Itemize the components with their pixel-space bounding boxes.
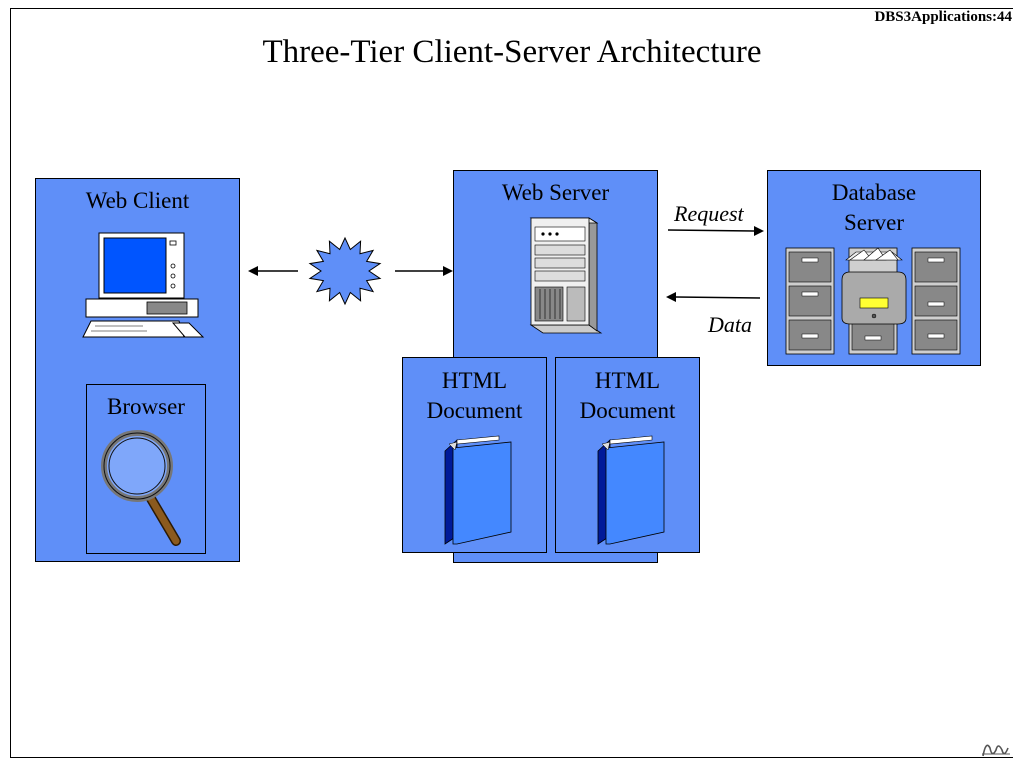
html-document-label-1a: HTML [441,368,508,393]
web-client-box: Web Client Browser [35,178,240,562]
network-burst-icon [308,236,382,306]
slide-id: DBS3Applications:44 [874,9,1012,25]
binder-icon [444,435,512,545]
magnifier-icon [101,430,181,546]
computer-icon [82,232,205,338]
html-document-box-1: HTML Document [402,357,547,553]
html-document-label-1b: Document [426,398,523,423]
request-arrow [667,226,764,236]
database-server-box: Database Server [767,170,981,366]
data-arrow [666,292,761,302]
browser-box: Browser [86,384,206,554]
logo-icon [982,744,1010,757]
html-document-box-2: HTML Document [555,357,700,553]
html-document-label-2b: Document [579,398,676,423]
slide-title: Three-Tier Client-Server Architecture [262,34,762,70]
file-cabinet-icon [785,247,961,355]
web-client-label: Web Client [85,188,190,213]
server-tower-icon [529,217,603,334]
binder-icon [597,435,665,545]
database-server-label-1: Database [831,180,917,205]
browser-label: Browser [107,394,185,419]
client-network-arrow [248,266,298,276]
web-server-label: Web Server [501,180,610,205]
request-label: Request [674,201,744,226]
network-server-arrow [395,266,453,276]
data-label: Data [708,312,752,337]
html-document-label-2a: HTML [594,368,661,393]
slide-frame [10,8,1013,758]
database-server-label-2: Server [843,210,905,235]
